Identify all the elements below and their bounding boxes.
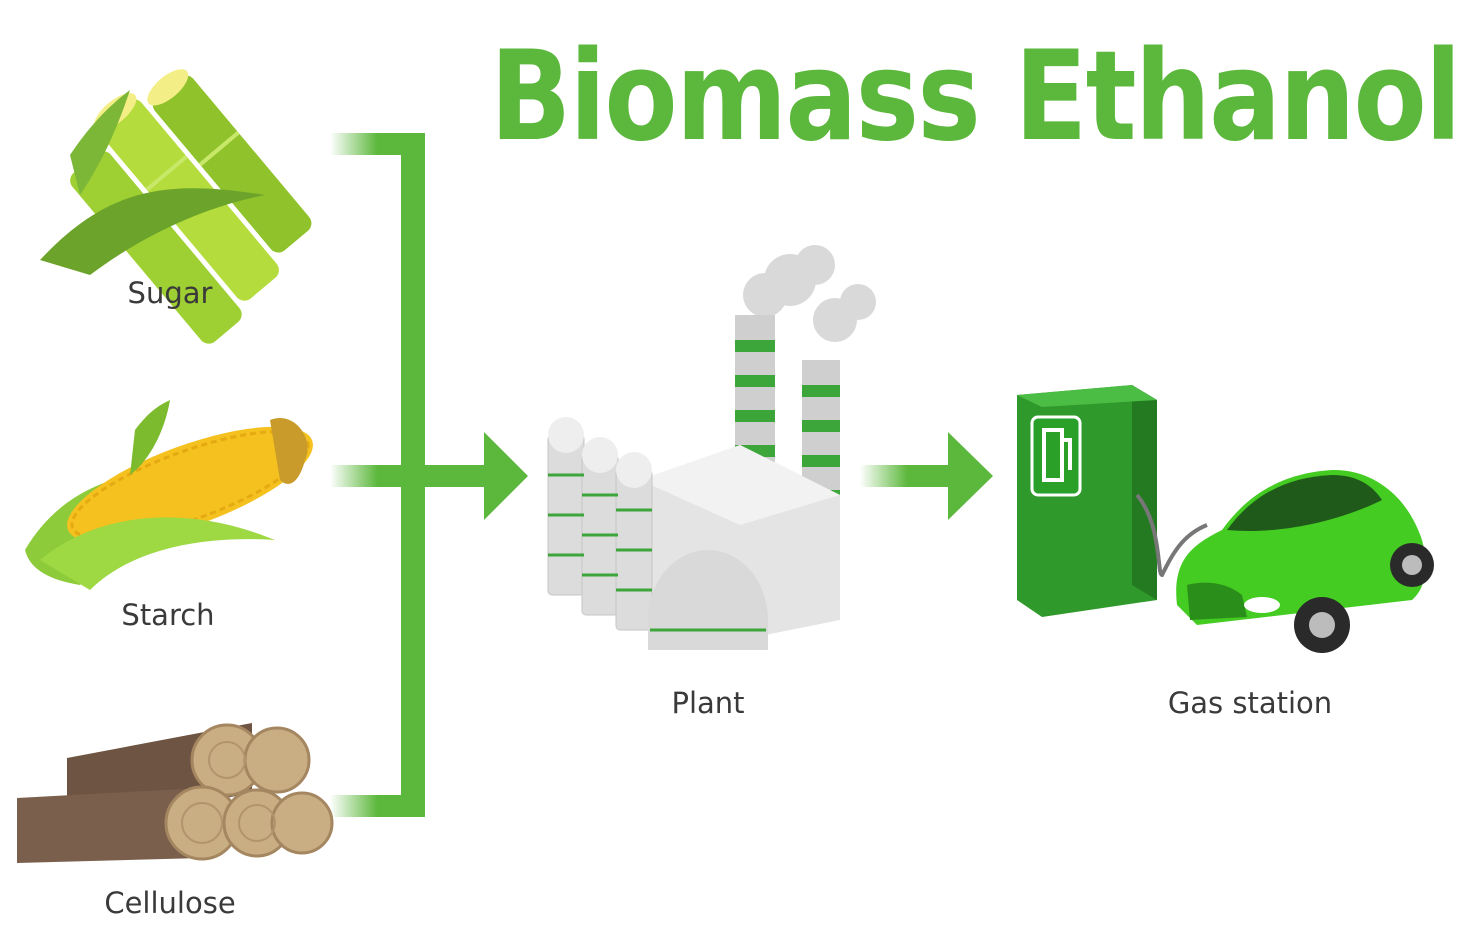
- logs-icon: [17, 723, 334, 863]
- fuel-pump-car-icon: [1017, 385, 1434, 653]
- arrow-to-station: [860, 432, 993, 520]
- page-title: Biomass Ethanol: [490, 25, 1462, 169]
- gas-station-label: Gas station: [1167, 686, 1333, 720]
- arrow-to-plant: [425, 432, 528, 520]
- cellulose-label: Cellulose: [104, 886, 236, 920]
- sugarcane-icon: [40, 69, 312, 344]
- starch-label: Starch: [121, 598, 215, 632]
- sugar-label: Sugar: [127, 276, 213, 310]
- factory-icon: [547, 245, 876, 650]
- source-bracket: [330, 133, 425, 817]
- corn-icon: [25, 400, 313, 590]
- plant-label: Plant: [671, 686, 745, 720]
